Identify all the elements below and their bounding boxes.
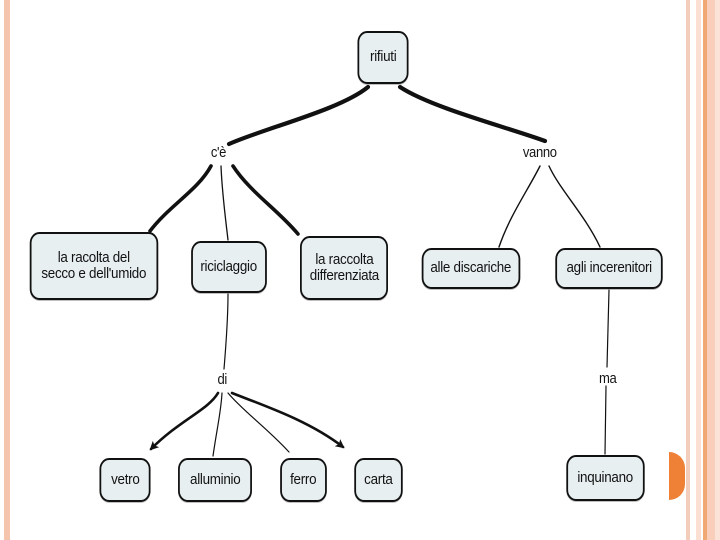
right-decor-stripe-3 [703, 0, 707, 540]
node-label: carta [364, 471, 393, 488]
right-decor-stripe-2 [696, 0, 701, 540]
node-discariche[interactable]: alle discariche [421, 248, 521, 289]
node-label: la raccolta differenziata [309, 251, 379, 284]
node-secco-umido[interactable]: la racolta del secco e dell'umido [29, 232, 159, 300]
right-decor-stripe-5 [715, 0, 720, 540]
node-carta[interactable]: carta [354, 458, 403, 502]
node-label: riciclaggio [200, 258, 258, 275]
node-differenziata[interactable]: la raccolta differenziata [300, 236, 388, 300]
link-label-vanno: vanno [522, 145, 557, 161]
node-inceneritori[interactable]: agli incerenitori [555, 248, 663, 289]
node-label: rifiuti [369, 49, 397, 66]
link-label-di: di [217, 372, 228, 388]
node-alluminio[interactable]: alluminio [178, 458, 252, 502]
node-label: alluminio [189, 471, 241, 488]
left-decor-stripe [4, 0, 10, 540]
node-riciclaggio[interactable]: riciclaggio [191, 241, 267, 293]
node-label: agli incerenitori [566, 260, 652, 277]
link-label-ce: c'è [210, 145, 227, 161]
right-decor-stripe-4 [707, 0, 715, 540]
node-rifiuti[interactable]: rifiuti [357, 31, 409, 84]
node-label: inquinano [577, 469, 634, 486]
node-ferro[interactable]: ferro [280, 458, 327, 502]
node-label: la racolta del secco e dell'umido [41, 249, 147, 282]
node-label: alle discariche [430, 260, 512, 277]
node-inquinano[interactable]: inquinano [566, 455, 645, 501]
node-label: vetro [110, 471, 140, 488]
right-decor-stripe-1 [686, 0, 690, 540]
orange-bullet-icon [669, 452, 685, 500]
node-label: ferro [290, 471, 317, 488]
link-label-ma: ma [598, 371, 617, 387]
node-vetro[interactable]: vetro [99, 458, 151, 502]
